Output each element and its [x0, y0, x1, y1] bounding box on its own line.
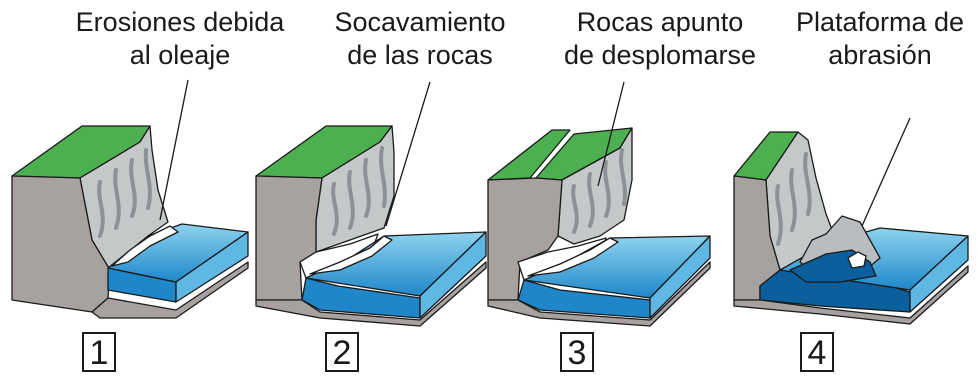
stage-3-number-box: 3 — [560, 332, 594, 372]
stage-4-cliff-streaks — [775, 152, 812, 246]
stage-1-leader-line — [159, 79, 189, 221]
stage-2-leader-line — [385, 81, 431, 227]
stage-4-block — [733, 131, 969, 325]
stage-3-label: Rocas apunto de desplomarse — [545, 6, 775, 72]
stage-3-foam — [527, 237, 619, 277]
stage-4-number-box: 4 — [800, 332, 834, 372]
stage-1-block — [11, 125, 249, 319]
stage-3-cliff-streaks — [571, 148, 627, 234]
stage-2-foam — [309, 235, 393, 275]
stage-1-foam — [111, 225, 179, 267]
stage-2-label-line2: de las rocas — [347, 40, 493, 70]
stage-4-label: Plataforma de abrasión — [785, 6, 975, 72]
stage-1-cliff-streaks — [97, 148, 152, 238]
stage-2-label-line1: Socavamiento — [334, 7, 506, 37]
stage-3-label-line1: Rocas apunto — [576, 7, 744, 37]
stage-2-number-box: 2 — [325, 332, 359, 372]
stage-3-leader-line — [597, 81, 625, 187]
stage-4-label-line2: abrasión — [828, 40, 932, 70]
stage-2-cliff-streaks — [331, 146, 387, 236]
stage-2-block — [255, 125, 487, 327]
stage-3-label-line2: de desplomarse — [563, 40, 757, 70]
stage-1-number-box: 1 — [82, 332, 116, 372]
stage-1-label-line1: Erosiones debida — [75, 7, 285, 37]
stage-4-leader-line — [861, 117, 911, 227]
stage-2-label: Socavamiento de las rocas — [305, 6, 535, 72]
stage-3-block — [487, 127, 711, 327]
stage-4-label-line1: Plataforma de — [795, 7, 965, 37]
stage-1-label: Erosiones debida al oleaje — [60, 6, 300, 72]
stage-1-label-line2: al oleaje — [129, 40, 231, 70]
